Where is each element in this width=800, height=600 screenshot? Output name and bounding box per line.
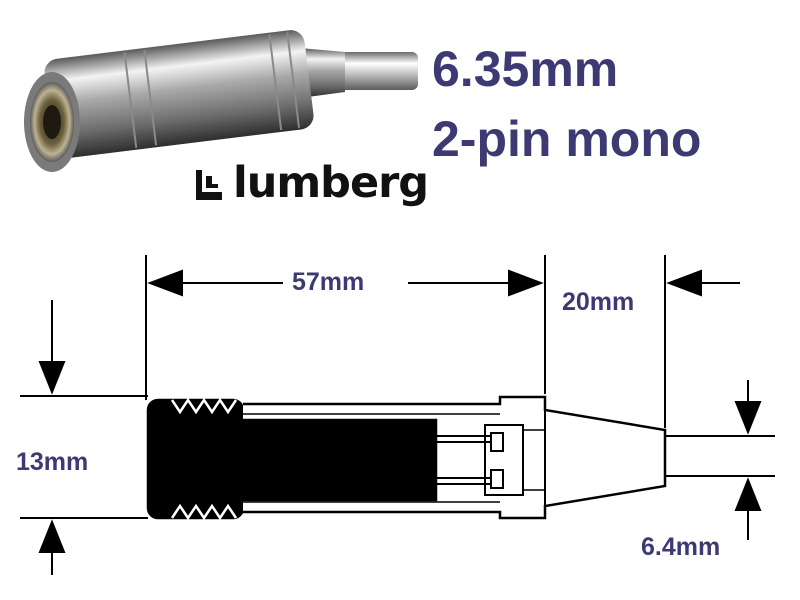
dimension-tail-diameter: 6.4mm — [641, 533, 721, 561]
terminal-box — [484, 424, 524, 496]
arrow-up-icon — [734, 477, 762, 511]
internal-block — [242, 418, 438, 502]
dimension-lines — [20, 255, 775, 575]
brand-name: lumberg — [233, 158, 429, 208]
dimension-diameter: 13mm — [16, 448, 89, 476]
jack-photo-tail — [332, 52, 418, 90]
dimension-overall-length: 57mm — [288, 270, 369, 295]
jack-photo — [24, 30, 418, 172]
jack-outline — [146, 395, 667, 521]
threaded-sleeve — [146, 398, 245, 520]
arrow-down-icon — [38, 361, 66, 395]
title-type: 2-pin mono — [432, 111, 702, 167]
jack-photo-barrel — [44, 30, 314, 159]
lumberg-logo-icon — [192, 168, 226, 202]
arrow-left-icon — [666, 269, 702, 297]
arrow-up-icon — [38, 519, 66, 553]
dimension-rear-length: 20mm — [558, 290, 639, 315]
arrow-left-icon — [147, 269, 183, 297]
jack-photo-taper — [300, 48, 345, 98]
title-size: 6.35mm — [432, 41, 619, 97]
arrow-down-icon — [734, 401, 762, 435]
